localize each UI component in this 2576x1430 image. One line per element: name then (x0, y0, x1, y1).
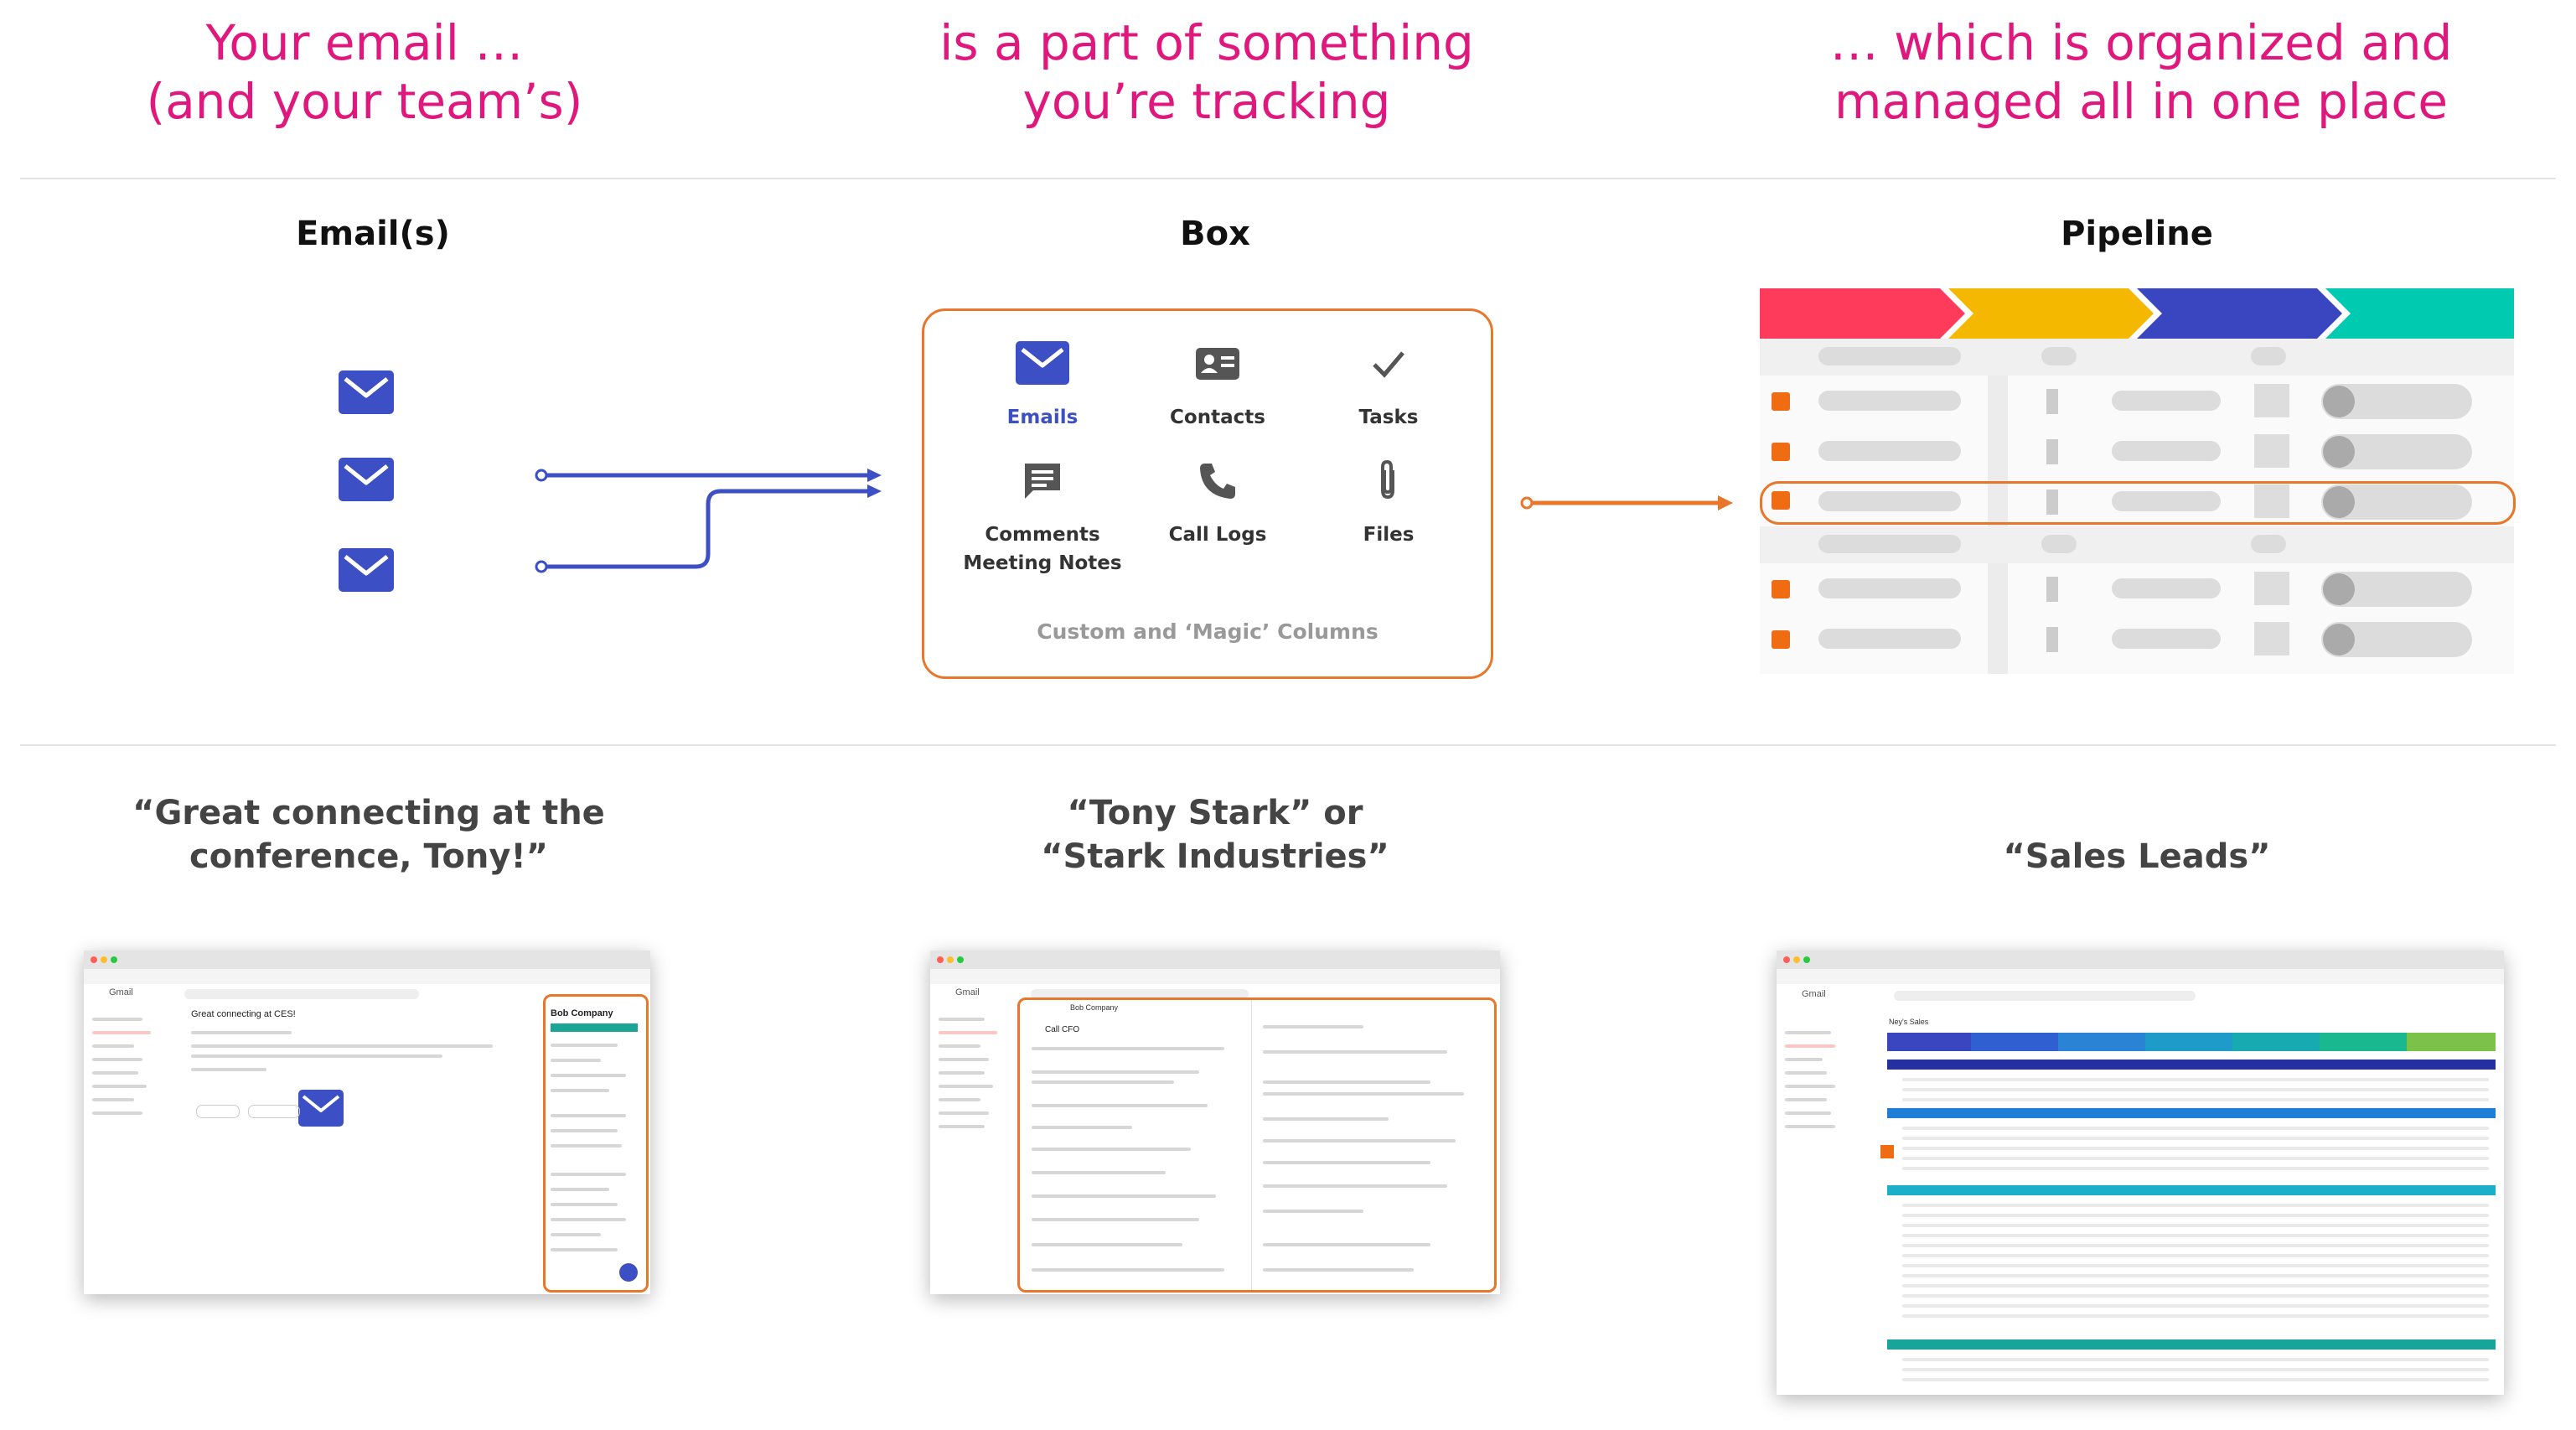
compose-fab-icon[interactable] (619, 1263, 638, 1282)
heading-right-line2: managed all in one place (1834, 73, 2449, 130)
box-item-files: Files (1305, 459, 1472, 549)
box-item-call-logs-label: Call Logs (1168, 524, 1267, 546)
streak-sidebar: Bob Company (543, 994, 649, 1293)
box-item-meeting-notes-label: Meeting Notes (963, 552, 1122, 574)
contacts-icon (1134, 341, 1301, 395)
sidebar-box-name: Bob Company (551, 1008, 613, 1018)
pipeline-grid (1760, 339, 2516, 674)
heading-left-line1: Your email … (205, 14, 524, 71)
quote-middle-line1: “Tony Stark” or (1067, 794, 1363, 832)
selected-row-marker (1880, 1145, 1894, 1158)
quote-left-line2: conference, Tony!” (189, 837, 549, 876)
gmail-logo: Gmail (955, 987, 980, 997)
box-item-tasks: Tasks (1305, 341, 1472, 432)
gmail-logo: Gmail (1802, 989, 1826, 999)
heading-left-line2: (and your team’s) (146, 73, 583, 130)
gmail-logo: Gmail (109, 987, 133, 997)
heading-middle-line2: you’re tracking (1022, 73, 1391, 130)
pipeline-row-2 (1760, 426, 2514, 476)
screenshot-box-view: Gmail Bob Company Call CFO (930, 951, 1500, 1294)
label-box: Box (1180, 215, 1250, 253)
divider-top (20, 178, 2556, 179)
pipeline-name: Ney's Sales (1889, 1018, 1929, 1026)
pipeline-row-3 (1760, 563, 2514, 614)
box-item-comments: Comments Meeting Notes (959, 459, 1126, 578)
quote-middle: “Tony Stark” or “Stark Industries” (955, 791, 1475, 878)
box-item-emails-label: Emails (1006, 407, 1079, 428)
pipeline-row-1 (1760, 376, 2514, 426)
quote-right-line1: “Sales Leads” (2003, 837, 2271, 876)
phone-icon (1134, 459, 1301, 512)
check-icon (1305, 341, 1472, 395)
comment-icon (959, 459, 1126, 512)
label-emails: Email(s) (296, 215, 450, 253)
box-item-call-logs: Call Logs (1134, 459, 1301, 549)
heading-middle: is a part of something you’re tracking (863, 13, 1550, 131)
heading-left: Your email … (and your team’s) (109, 13, 620, 131)
pipeline-illustration (1760, 288, 2516, 674)
box-panel: Bob Company Call CFO (1017, 997, 1497, 1293)
box-item-files-label: Files (1363, 524, 1415, 546)
box-item-tasks-label: Tasks (1358, 407, 1419, 428)
email-envelope-icon-1 (339, 370, 394, 414)
quote-middle-line2: “Stark Industries” (1041, 837, 1389, 876)
box-item-contacts-label: Contacts (1170, 407, 1265, 428)
box-item-emails: Emails (959, 341, 1126, 432)
paperclip-icon (1305, 459, 1472, 512)
quote-right: “Sales Leads” (1877, 835, 2397, 878)
browser-titlebar (930, 951, 1500, 969)
email-envelope-icon-2 (339, 458, 394, 501)
screenshot-pipeline-view: Gmail Ney's Sales (1777, 951, 2504, 1395)
envelope-icon (959, 341, 1126, 395)
pipeline-row-4 (1760, 614, 2514, 664)
browser-titlebar (1777, 951, 2504, 969)
email-envelope-icon-3 (339, 548, 394, 592)
email-to-box-arrows (535, 469, 882, 573)
box-panel-title: Bob Company (1070, 1003, 1119, 1012)
screenshot-email-view: Gmail Great connecting at CES! Bob Compa… (84, 951, 650, 1294)
pipeline-row-highlighted (1760, 476, 2516, 526)
pipeline-group-row-1 (1760, 339, 2514, 376)
box-item-contacts: Contacts (1134, 341, 1301, 432)
label-pipeline: Pipeline (2061, 215, 2213, 253)
pipeline-stage-bar (1760, 288, 2514, 339)
quote-left: “Great connecting at the conference, Ton… (109, 791, 628, 878)
heading-middle-line1: is a part of something (939, 14, 1474, 71)
box-footer: Custom and ‘Magic’ Columns (1037, 619, 1379, 644)
quote-left-line1: “Great connecting at the (132, 794, 605, 832)
divider-middle (20, 744, 2556, 746)
highlighted-email-icon (298, 1090, 344, 1127)
heading-right-line1: … which is organized and (1829, 14, 2453, 71)
stage-strip (1887, 1033, 2496, 1051)
pipeline-group-row-2 (1760, 526, 2514, 563)
box-to-pipeline-arrow (1520, 495, 1733, 510)
box-card: Emails Contacts Tasks Comments Meeting N… (922, 308, 1493, 679)
browser-titlebar (84, 951, 650, 969)
heading-right: … which is organized and managed all in … (1785, 13, 2497, 131)
box-item-comments-label: Comments (985, 524, 1100, 546)
task-title: Call CFO (1045, 1025, 1080, 1034)
email-subject: Great connecting at CES! (191, 1009, 296, 1019)
